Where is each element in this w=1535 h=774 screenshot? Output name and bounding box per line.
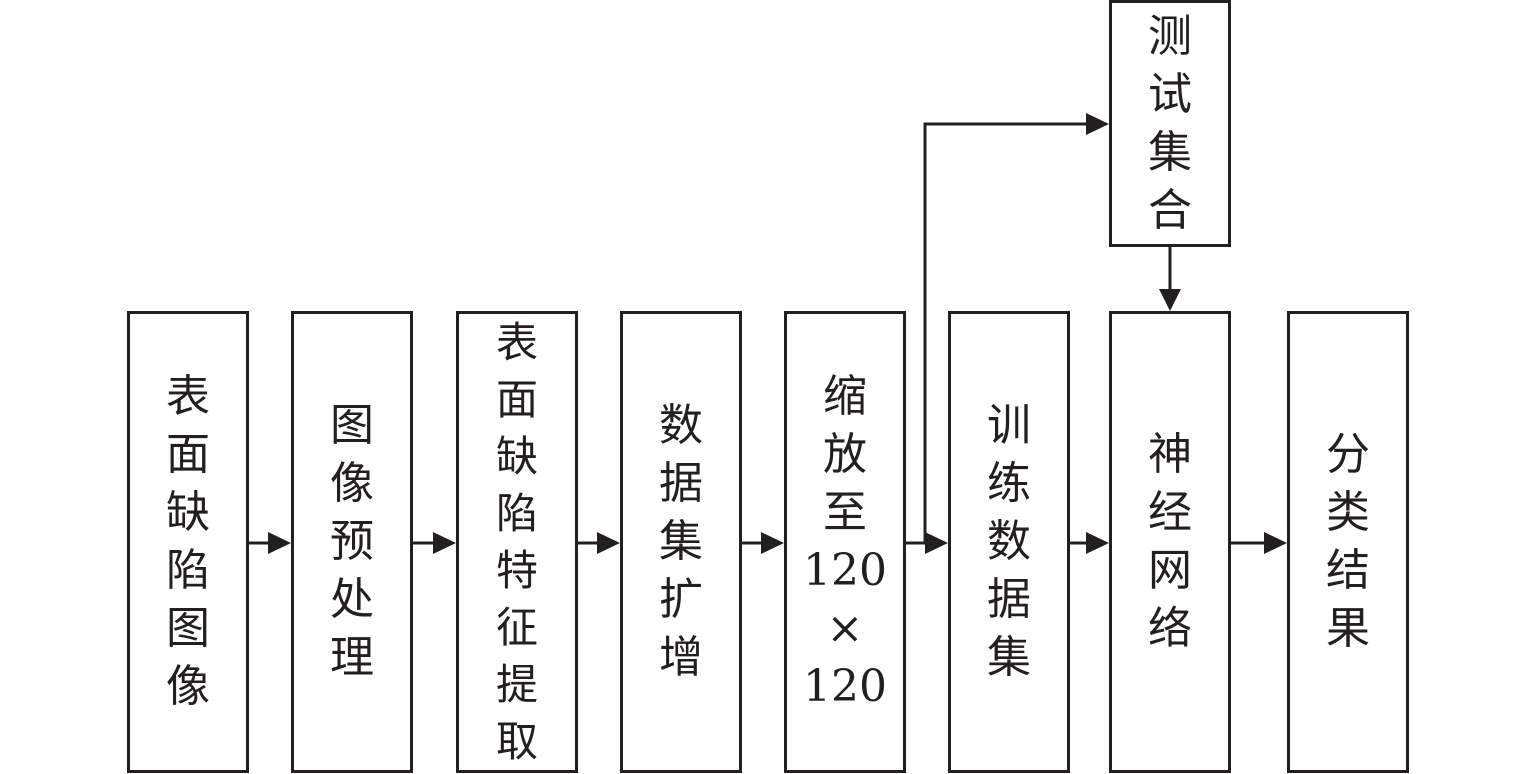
node-label-line: 120	[803, 545, 887, 596]
node-label: 测试集合	[1148, 8, 1192, 240]
arrowhead	[597, 532, 620, 554]
node-label-line: 神	[1148, 429, 1192, 480]
node-label-line: 据	[659, 458, 703, 509]
node-label-line: 缺	[495, 432, 538, 481]
node-label-line: 放	[822, 429, 867, 480]
node-label-line: 果	[1326, 603, 1370, 654]
node-label-line: 络	[1148, 603, 1192, 654]
node-label-line: 据	[987, 574, 1031, 625]
node-label-line: 缩	[822, 371, 867, 422]
node-label-line: 面	[495, 375, 538, 424]
node-label: 表面缺陷特征提取	[496, 314, 538, 770]
node-label-line: 陷	[166, 545, 210, 596]
node-label-line: 图	[330, 400, 374, 451]
node-label-line: 数	[659, 400, 703, 451]
node-label-line: 提	[495, 660, 538, 709]
node-label-line: 表	[495, 318, 538, 367]
node-label: 分类结果	[1326, 426, 1370, 658]
node-label-line: 合	[1148, 184, 1192, 236]
node-label-line: 集	[659, 516, 703, 567]
arrowhead	[1264, 532, 1287, 554]
node-label-line: 陷	[495, 489, 538, 538]
node-scale-to-120x120: 缩放至 120 × 120	[784, 311, 906, 773]
node-test-set: 测试集合	[1109, 0, 1231, 247]
node-label-line: 练	[987, 458, 1031, 509]
node-label-line: 分	[1326, 429, 1370, 480]
arrowhead	[1086, 113, 1109, 135]
node-label-line: 结	[1326, 545, 1370, 596]
node-label-line: 测	[1148, 10, 1192, 62]
node-label-line: 缺	[166, 487, 210, 538]
node-surface-defect-feature-extraction: 表面缺陷特征提取	[456, 311, 578, 773]
arrowhead	[761, 532, 784, 554]
node-classification-result: 分类结果	[1287, 311, 1409, 773]
node-label-line: 特	[495, 546, 538, 595]
arrowhead	[1086, 532, 1109, 554]
node-label: 缩放至 120 × 120	[803, 368, 887, 716]
node-label-line: 扩	[659, 574, 703, 625]
node-neural-network: 神经网络	[1109, 311, 1231, 773]
node-label-line: 集	[1148, 126, 1192, 178]
arrowhead	[268, 532, 291, 554]
node-label-line: 图	[166, 603, 210, 654]
node-label-line: 经	[1148, 487, 1192, 538]
arrowhead	[433, 532, 456, 554]
node-label-line: 至	[822, 487, 867, 538]
node-label-line: 数	[987, 516, 1031, 567]
node-label-line: 增	[659, 632, 703, 683]
node-label-line: 处	[330, 574, 374, 625]
node-dataset-augmentation: 数据集扩增	[620, 311, 742, 773]
node-label: 数据集扩增	[659, 397, 703, 687]
node-label-line: 网	[1148, 545, 1192, 596]
node-training-dataset: 训练数据集	[948, 311, 1070, 773]
node-label-line: 集	[987, 632, 1031, 683]
node-label-line: 像	[166, 661, 210, 712]
node-label-line: ×	[826, 603, 864, 654]
node-label: 神经网络	[1148, 426, 1192, 658]
node-label-line: 征	[495, 603, 538, 652]
node-surface-defect-image: 表面缺陷图像	[127, 311, 249, 773]
node-label-line: 试	[1148, 68, 1192, 120]
node-label-line: 理	[330, 632, 374, 683]
node-label-line: 训	[987, 400, 1031, 451]
node-label: 训练数据集	[987, 397, 1031, 687]
node-label-line: 像	[330, 458, 374, 509]
node-label-line: 类	[1326, 487, 1370, 538]
arrowhead	[925, 532, 948, 554]
node-label-line: 面	[166, 429, 210, 480]
arrowhead	[1159, 289, 1181, 311]
node-image-preprocessing: 图像预处理	[291, 311, 413, 773]
node-label-line: 表	[166, 371, 210, 422]
node-label: 图像预处理	[330, 397, 374, 687]
node-label: 表面缺陷图像	[166, 368, 210, 716]
node-label-line: 120	[803, 661, 887, 712]
node-label-line: 取	[495, 717, 538, 766]
node-label-line: 预	[330, 516, 374, 567]
